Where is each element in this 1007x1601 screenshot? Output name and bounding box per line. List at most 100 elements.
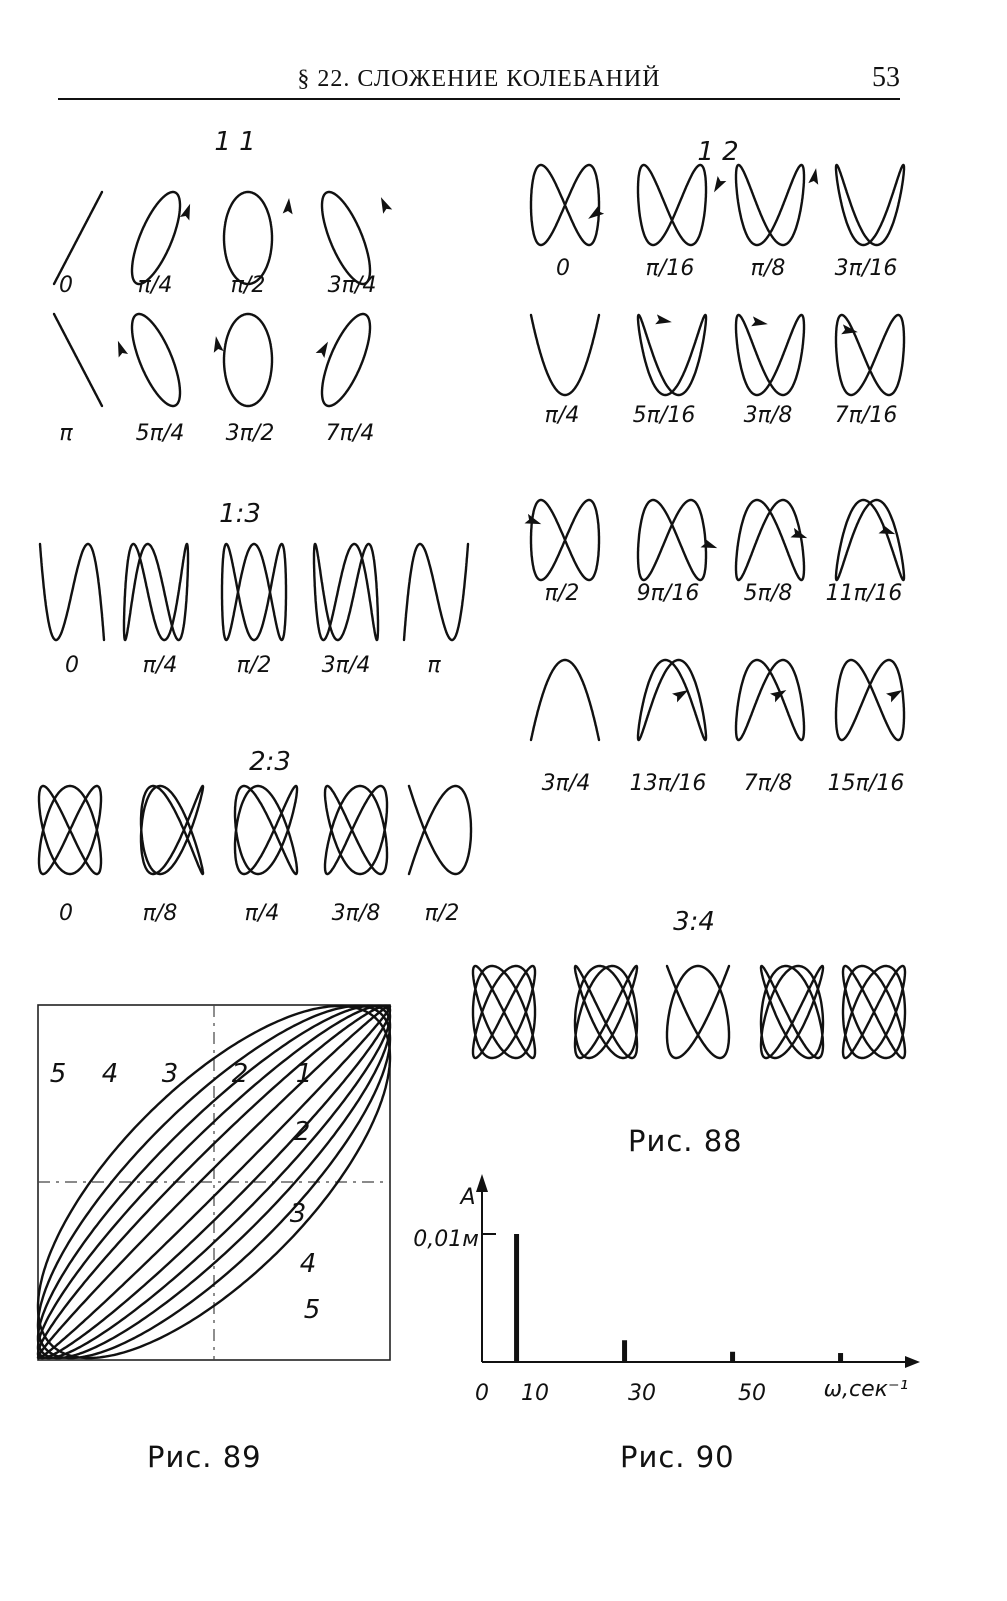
phase-label: 15π/16 [828,771,905,796]
lissajous-curve [471,964,537,1060]
spectrum-bar [514,1234,520,1362]
phase-label: 0 [65,653,79,678]
lissajous-curve [233,784,299,876]
direction-arrow-icon [179,203,191,221]
lissajous-curve [130,312,182,408]
lissajous-curve [529,498,601,582]
phase-label: 3π/16 [835,256,898,281]
phase-label: π/8 [143,901,178,926]
direction-arrow-icon [790,527,808,539]
phase-ellipse [36,1004,392,1360]
lissajous-curve [52,190,104,286]
direction-arrow-icon [672,690,689,703]
phase-label: π/2 [545,581,580,606]
figure-88-caption: Рис. 88 [628,1124,743,1158]
lissajous-curve [38,542,106,642]
phase-ellipse [36,1004,392,1360]
lissajous-curve [122,542,190,642]
lissajous-curve [834,313,906,397]
ellipse-label: 4 [300,1249,317,1279]
phase-label: 5π/16 [633,403,696,428]
ratio-label: 1 1 [214,127,255,157]
phase-label: 0 [59,273,73,298]
lissajous-curve [834,163,906,247]
x-tick-label: 0 [475,1381,489,1406]
phase-label: π [59,421,73,446]
lissajous-curve [407,784,473,876]
direction-arrow-icon [213,336,224,353]
page-header: § 22. СЛОЖЕНИЕ КОЛЕБАНИЙ 53 [58,58,900,100]
direction-arrow-icon [841,324,858,335]
direction-arrow-icon [655,314,672,325]
direction-arrow-icon [808,168,819,185]
ratio-label: 3:4 [673,907,715,937]
direction-arrow-icon [282,198,293,215]
phase-label: π/2 [231,273,266,298]
x-axis-label: ω,сек⁻¹ [824,1377,909,1402]
phase-label: 3π/8 [744,403,793,428]
phase-label: π/8 [751,256,786,281]
lissajous-curve [636,498,708,582]
ellipse-label: 2 [294,1117,311,1147]
phase-label: 3π/8 [332,901,381,926]
lissajous-curve [734,658,806,742]
phase-label: π/4 [245,901,280,926]
lissajous-curve [139,784,205,876]
spectrum-bar [838,1353,844,1362]
phase-label: 13π/16 [630,771,707,796]
y-axis-arrow-icon [476,1174,488,1192]
phase-ellipse [36,1004,392,1360]
phase-label: 0 [59,901,73,926]
direction-arrow-icon [315,341,328,358]
lissajous-curve [734,498,806,582]
lissajous-curve [37,784,103,876]
phase-label: 9π/16 [637,581,700,606]
direction-arrow-icon [524,513,542,525]
lissajous-curve [402,542,470,642]
phase-label: π/2 [425,901,460,926]
phase-label: 7π/8 [744,771,793,796]
lissajous-curve [734,163,806,247]
ellipse-label: 3 [162,1059,179,1089]
phase-label: π/4 [138,273,173,298]
lissajous-curve [312,542,380,642]
ellipse-label: 2 [232,1059,249,1089]
phase-label: 7π/4 [326,421,375,446]
phase-label: 11π/16 [826,581,903,606]
lissajous-curve [52,312,104,408]
lissajous-curve [841,964,907,1060]
ellipse-label: 5 [50,1059,67,1089]
y-tick-label: 0,01м [413,1227,479,1252]
phase-label: 7π/16 [835,403,898,428]
lissajous-group-4: 3:4 [471,907,907,1060]
direction-arrow-icon [588,205,605,219]
header-title: § 22. СЛОЖЕНИЕ КОЛЕБАНИЙ [297,66,661,92]
y-axis-label: A [458,1185,475,1210]
spectrum-bar [730,1351,736,1362]
lissajous-curve [636,658,708,742]
direction-arrow-icon [117,340,129,358]
lissajous-curve [734,313,806,397]
direction-arrow-icon [886,690,903,703]
phase-label: 3π/4 [328,273,377,298]
phase-label: π/2 [237,653,272,678]
lissajous-curve [529,163,601,247]
lissajous-curve [529,313,601,397]
lissajous-curve [222,190,274,286]
lissajous-curve [573,964,639,1060]
phase-ellipse [36,1004,392,1360]
x-axis-arrow-icon [905,1356,920,1368]
lissajous-curve [529,658,601,742]
direction-arrow-icon [878,523,896,535]
phase-ellipse [36,1004,392,1360]
lissajous-curve [323,784,389,876]
lissajous-curve [320,312,372,408]
lissajous-curve [665,964,731,1060]
